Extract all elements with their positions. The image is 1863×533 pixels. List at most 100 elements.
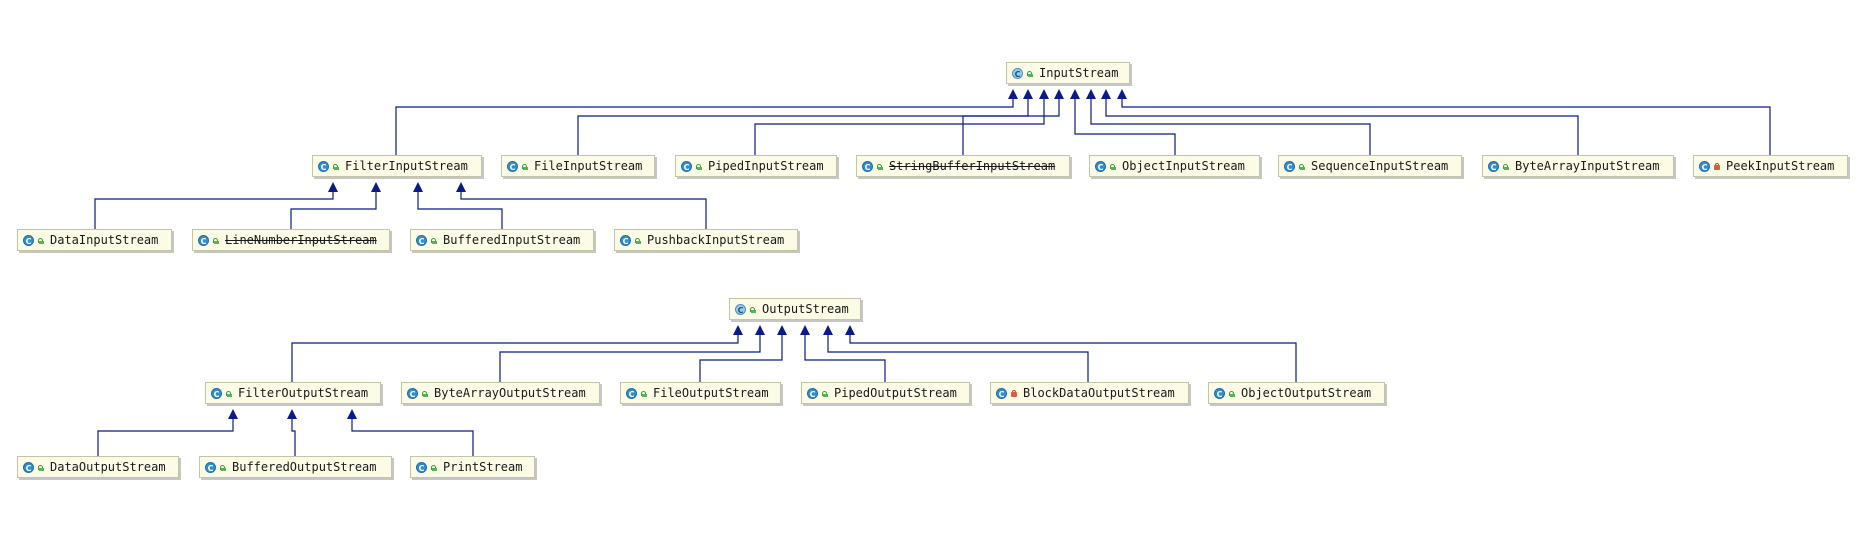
public-visibility-icon <box>422 390 428 397</box>
class-icon: C <box>507 160 518 172</box>
class-node-fileoutputstream[interactable]: C FileOutputStream <box>620 382 781 404</box>
edge-pipedinputstream-arrowhead <box>1039 89 1049 99</box>
edge-filterinputstream <box>395 99 1014 155</box>
class-label: PeekInputStream <box>1726 159 1835 173</box>
class-node-bytearrayoutputstream[interactable]: C ByteArrayOutputStream <box>401 382 600 404</box>
edge-fileinputstream-arrowhead <box>1023 89 1033 99</box>
class-label: FileInputStream <box>534 159 643 173</box>
class-icon: C <box>996 387 1007 399</box>
class-icon: C <box>211 387 222 399</box>
class-icon: C <box>681 160 692 172</box>
public-visibility-icon <box>1110 163 1116 170</box>
edge-bufferedinputstream-arrowhead <box>413 182 423 192</box>
class-node-filteroutputstream[interactable]: C FilterOutputStream <box>205 382 381 404</box>
private-visibility-icon <box>1714 162 1720 170</box>
class-node-linenumberinputstream[interactable]: C LineNumberInputStream <box>192 229 390 251</box>
class-label: InputStream <box>1039 66 1119 80</box>
public-visibility-icon <box>226 390 232 397</box>
class-icon: C <box>416 461 427 473</box>
class-label: ByteArrayInputStream <box>1515 159 1660 173</box>
edge-printstream <box>351 419 474 456</box>
class-node-pushbackinputstream[interactable]: C PushbackInputStream <box>614 229 798 251</box>
class-node-datainputstream[interactable]: C DataInputStream <box>17 229 172 251</box>
edge-bufferedinputstream <box>417 192 503 229</box>
class-node-blockdataoutputstream[interactable]: C BlockDataOutputStream <box>990 382 1189 404</box>
public-visibility-icon <box>431 237 437 244</box>
public-visibility-icon <box>333 163 339 170</box>
class-node-stringbufferinputstream[interactable]: C StringBufferInputStream <box>856 155 1070 177</box>
class-node-pipedinputstream[interactable]: C PipedInputStream <box>675 155 837 177</box>
class-label: LineNumberInputStream <box>225 233 377 247</box>
class-node-objectinputstream[interactable]: C ObjectInputStream <box>1089 155 1260 177</box>
edge-printstream-arrowhead <box>347 409 357 419</box>
edge-pushbackinputstream <box>460 192 707 229</box>
class-node-peekinputstream[interactable]: C PeekInputStream <box>1693 155 1848 177</box>
class-node-outputstream[interactable]: C OutputStream <box>729 298 861 320</box>
class-icon: C <box>862 160 873 172</box>
edge-fileoutputstream-arrowhead <box>777 325 787 335</box>
public-visibility-icon <box>635 237 641 244</box>
class-icon: C <box>1214 387 1225 399</box>
edge-filterinputstream-arrowhead <box>1008 89 1018 99</box>
edge-linenumberinputstream <box>290 192 377 229</box>
class-node-dataoutputstream[interactable]: C DataOutputStream <box>17 456 179 478</box>
edge-linenumberinputstream-arrowhead <box>371 182 381 192</box>
class-node-bufferedinputstream[interactable]: C BufferedInputStream <box>410 229 594 251</box>
edge-objectinputstream-arrowhead <box>1070 89 1080 99</box>
public-visibility-icon <box>641 390 647 397</box>
edge-sequenceinputstream-arrowhead <box>1086 89 1096 99</box>
abstract-class-icon: C <box>735 303 746 315</box>
class-icon: C <box>23 461 34 473</box>
class-icon: C <box>807 387 818 399</box>
class-label: ObjectOutputStream <box>1241 386 1372 400</box>
public-visibility-icon <box>877 163 883 170</box>
class-label: DataInputStream <box>50 233 159 247</box>
public-visibility-icon <box>822 390 828 397</box>
edge-blockdataoutputstream <box>827 335 1089 382</box>
class-label: SequenceInputStream <box>1311 159 1449 173</box>
edge-bufferedoutputstream-arrowhead <box>287 409 297 419</box>
public-visibility-icon <box>1229 390 1235 397</box>
class-icon: C <box>407 387 418 399</box>
edge-objectinputstream <box>1074 99 1176 155</box>
class-node-fileinputstream[interactable]: C FileInputStream <box>501 155 655 177</box>
edge-sequenceinputstream <box>1090 99 1371 155</box>
class-label: BlockDataOutputStream <box>1023 386 1175 400</box>
edge-peekinputstream <box>1121 99 1771 155</box>
class-node-bufferedoutputstream[interactable]: C BufferedOutputStream <box>199 456 392 478</box>
public-visibility-icon <box>220 464 226 471</box>
class-icon: C <box>1284 160 1295 172</box>
class-node-filterinputstream[interactable]: C FilterInputStream <box>312 155 482 177</box>
public-visibility-icon <box>696 163 702 170</box>
class-node-objectoutputstream[interactable]: C ObjectOutputStream <box>1208 382 1385 404</box>
class-label: StringBufferInputStream <box>889 159 1056 173</box>
class-label: PushbackInputStream <box>647 233 785 247</box>
edge-stringbufferinputstream-arrowhead <box>1054 89 1064 99</box>
public-visibility-icon <box>1299 163 1305 170</box>
class-label: FilterOutputStream <box>238 386 369 400</box>
class-label: PipedInputStream <box>708 159 824 173</box>
private-visibility-icon <box>1011 389 1017 397</box>
public-visibility-icon <box>431 464 437 471</box>
class-node-bytearrayinputstream[interactable]: C ByteArrayInputStream <box>1482 155 1674 177</box>
public-visibility-icon <box>1027 70 1033 77</box>
class-icon: C <box>1095 160 1106 172</box>
class-node-sequenceinputstream[interactable]: C SequenceInputStream <box>1278 155 1462 177</box>
class-label: PipedOutputStream <box>834 386 957 400</box>
class-icon: C <box>620 234 631 246</box>
edge-pipedoutputstream <box>804 335 886 382</box>
class-node-inputstream[interactable]: C InputStream <box>1006 62 1130 84</box>
class-node-pipedoutputstream[interactable]: C PipedOutputStream <box>801 382 970 404</box>
edge-bufferedoutputstream <box>291 419 296 456</box>
class-label: BufferedInputStream <box>443 233 581 247</box>
public-visibility-icon <box>750 306 756 313</box>
class-label: ObjectInputStream <box>1122 159 1245 173</box>
class-icon: C <box>416 234 427 246</box>
edge-objectoutputstream <box>849 335 1297 382</box>
class-node-printstream[interactable]: C PrintStream <box>410 456 535 478</box>
public-visibility-icon <box>38 237 44 244</box>
class-icon: C <box>198 234 209 246</box>
class-icon: C <box>23 234 34 246</box>
class-label: BufferedOutputStream <box>232 460 377 474</box>
